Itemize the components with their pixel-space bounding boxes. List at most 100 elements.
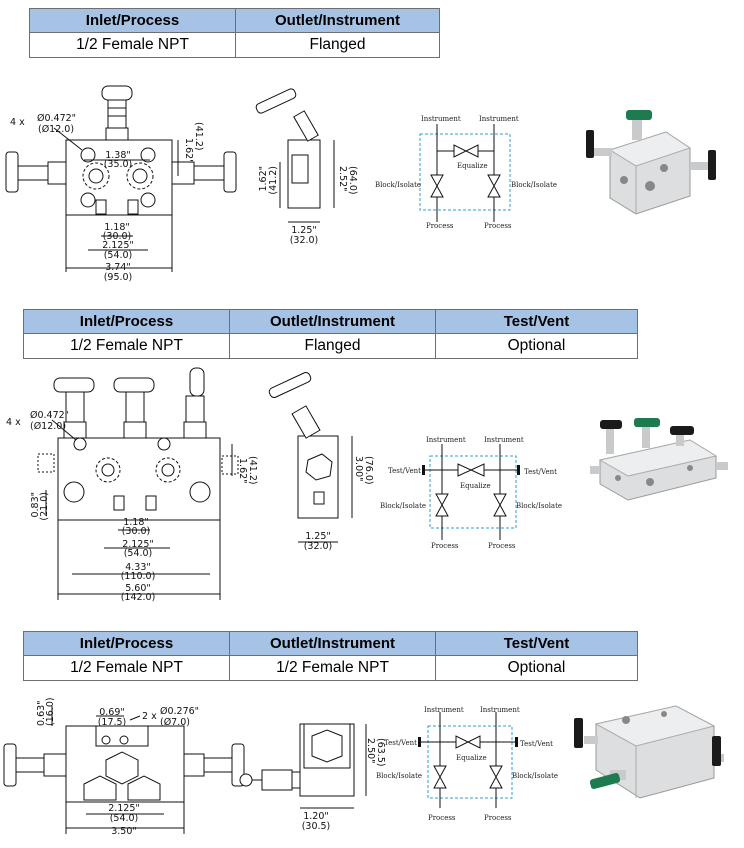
side-h2-in: 2.52" [337, 166, 348, 192]
dim-3-74-in: 3.74" [105, 262, 131, 273]
side-h-mm: (76.0) [363, 456, 374, 485]
sch-process-left: Process [426, 222, 454, 230]
sch-equalize: Equalize [457, 162, 488, 170]
side-w-mm: (32.0) [304, 541, 333, 552]
side-view-3 [239, 723, 367, 809]
side-w-in: 1.25" [305, 531, 331, 542]
front-view-1 [5, 85, 237, 272]
sch-equalize: Equalize [456, 754, 487, 762]
sch-instrument-left: Instrument [424, 706, 464, 714]
dim-2-125-in: 2.125" [102, 240, 134, 251]
hole-dia-in: Ø0.472" [37, 113, 76, 124]
side-h2-mm: (64.0) [347, 166, 358, 195]
dim-h-mm: (41.2) [193, 122, 204, 151]
schematic-2 [422, 444, 520, 540]
dim-1-38-in: 1.38" [105, 150, 131, 161]
hole-dia-in: Ø0.472" [30, 410, 69, 421]
dim-h-in: 1.62" [237, 458, 248, 484]
sch-testvent-right: Test/Vent [524, 468, 557, 476]
sch-process-left: Process [431, 542, 459, 550]
dim-5-60-mm: (142.0) [121, 592, 156, 603]
sch-block-right: Block/Isolate [516, 502, 562, 510]
value-inlet-process: 1/2 Female NPT [23, 333, 230, 359]
sch-process-right: Process [484, 814, 512, 822]
header-test-vent: Test/Vent [435, 309, 638, 334]
header-inlet-process: Inlet/Process [29, 8, 236, 33]
sch-process-right: Process [484, 222, 512, 230]
side-h-in: 3.00" [353, 456, 364, 482]
side-w-mm: (30.5) [302, 821, 331, 832]
dim-top-in: 0.69" [99, 707, 125, 718]
value-test-vent: Optional [435, 655, 638, 681]
side-w-in: 1.25" [291, 225, 317, 236]
dim-v-in: 0.83" [30, 492, 41, 518]
side-w-mm: (32.0) [290, 235, 319, 246]
header-inlet-process: Inlet/Process [23, 309, 230, 334]
dim-h-in: 1.62" [183, 138, 194, 164]
spec-table-3: Inlet/Process Outlet/Instrument Test/Ven… [23, 631, 638, 681]
header-inlet-process: Inlet/Process [23, 631, 230, 656]
dim-2-125-mm: (54.0) [110, 813, 139, 824]
dim-top-mm: (17.5) [98, 717, 127, 728]
dim-4-33-mm: (110.0) [121, 571, 156, 582]
side-view-1 [255, 88, 335, 223]
holes-count: 2 x [142, 711, 157, 722]
hole-dia-mm: (Ø12.0) [30, 421, 66, 432]
header-outlet-instrument: Outlet/Instrument [229, 309, 436, 334]
hole-dia-mm: (Ø12.0) [38, 124, 74, 135]
sch-block-left: Block/Isolate [380, 502, 426, 510]
dim-2-125-in: 2.125" [122, 539, 154, 550]
dim-v-in: 0.63" [36, 700, 47, 726]
sch-equalize: Equalize [460, 482, 491, 490]
spec-table-2: Inlet/Process Outlet/Instrument Test/Ven… [23, 309, 638, 359]
spec-table-1: Inlet/Process Outlet/Instrument 1/2 Fema… [29, 8, 440, 58]
front-view-2 [37, 367, 239, 600]
side-h-mm: (41.2) [268, 166, 279, 195]
front-view-3 [3, 706, 245, 834]
sch-instrument-right: Instrument [484, 436, 524, 444]
product-image-2 [590, 418, 728, 501]
sch-block-right: Block/Isolate [512, 772, 558, 780]
sch-instrument-left: Instrument [421, 115, 461, 123]
side-w-in: 1.20" [303, 811, 329, 822]
dim-4-33-in: 4.33" [125, 562, 151, 573]
dim-1-18-mm: (30.0) [122, 526, 151, 537]
hole-dia-in: Ø0.276" [160, 706, 199, 717]
holes-count: 4 x [10, 117, 25, 128]
schematic-3 [418, 712, 518, 808]
product-image-1 [586, 110, 716, 215]
sch-block-left: Block/Isolate [375, 181, 421, 189]
value-outlet-instrument: Flanged [229, 333, 436, 359]
side-h-in: 1.62" [258, 166, 269, 192]
sch-testvent-left: Test/Vent [384, 739, 417, 747]
side-view-2 [268, 371, 353, 543]
dim-3-50-in: 3.50" [111, 826, 137, 837]
dim-v-mm: (16.0) [45, 697, 56, 726]
sch-process-right: Process [488, 542, 516, 550]
dim-1-38-mm: (35.0) [104, 159, 133, 170]
sch-instrument-right: Instrument [479, 115, 519, 123]
dim-1-18-in: 1.18" [123, 517, 149, 528]
sch-block-right: Block/Isolate [511, 181, 557, 189]
sch-testvent-right: Test/Vent [520, 740, 553, 748]
value-test-vent: Optional [435, 333, 638, 359]
sch-instrument-right: Instrument [480, 706, 520, 714]
dim-2-125-mm: (54.0) [104, 250, 133, 261]
value-inlet-process: 1/2 Female NPT [29, 32, 236, 58]
side-h-in: 2.50" [365, 738, 376, 764]
dim-2-125-in: 2.125" [108, 803, 140, 814]
product-image-3 [574, 705, 724, 799]
schematic-1 [419, 124, 511, 222]
hole-dia-mm: (Ø7.0) [160, 717, 190, 728]
sch-instrument-left: Instrument [426, 436, 466, 444]
dim-3-74-mm: (95.0) [104, 272, 133, 283]
dim-v-mm: (21.0) [39, 492, 50, 521]
dim-1-18-mm: (30.0) [103, 231, 132, 242]
sch-process-left: Process [428, 814, 456, 822]
value-outlet-instrument: Flanged [235, 32, 440, 58]
value-outlet-instrument: 1/2 Female NPT [229, 655, 436, 681]
sch-block-left: Block/Isolate [376, 772, 422, 780]
value-inlet-process: 1/2 Female NPT [23, 655, 230, 681]
dim-5-60-in: 5.60" [125, 583, 151, 594]
